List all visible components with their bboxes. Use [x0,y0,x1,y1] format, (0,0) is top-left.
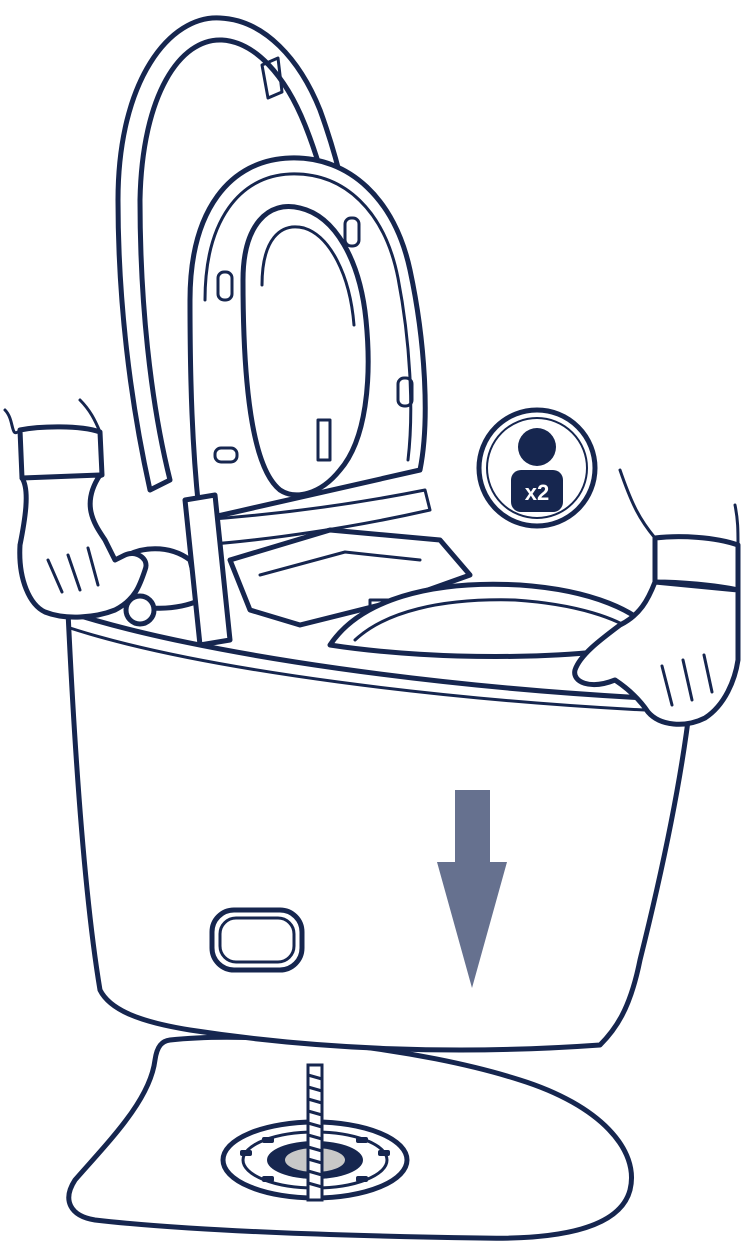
floor-bolt [308,1065,322,1200]
toilet-seat [190,158,430,545]
two-person-lift-icon: x2 [479,410,595,526]
people-count-label: x2 [525,480,549,505]
hand-icon [5,400,146,617]
